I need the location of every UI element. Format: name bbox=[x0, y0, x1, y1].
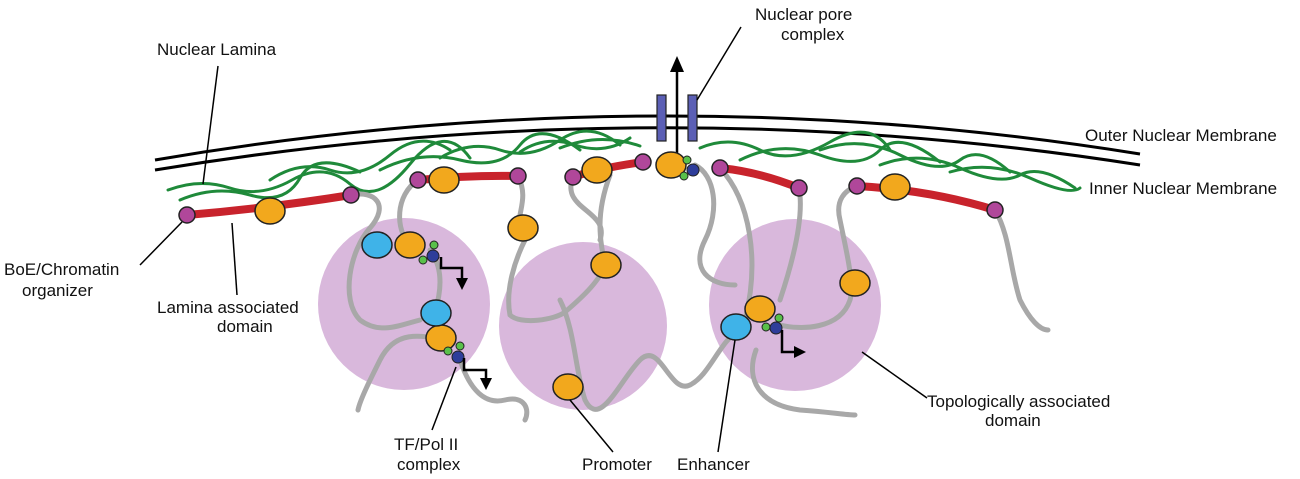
label-inner-membrane: Inner Nuclear Membrane bbox=[1089, 179, 1277, 198]
enhancers bbox=[361, 231, 752, 341]
label-promoter: Promoter bbox=[582, 455, 652, 474]
labels: Nuclear Lamina Nuclear pore complex Oute… bbox=[4, 5, 1277, 474]
inner-nuclear-membrane bbox=[154, 126, 1141, 172]
label-tad-line2: domain bbox=[985, 411, 1041, 430]
label-tad: Topologically associated bbox=[927, 392, 1110, 411]
outer-nuclear-membrane bbox=[154, 114, 1141, 162]
nuclear-pore-complex bbox=[656, 56, 698, 155]
label-tf: TF/Pol II bbox=[394, 435, 458, 454]
transcription-arrows bbox=[439, 257, 806, 390]
tf-pol2-complexes bbox=[418, 155, 784, 364]
label-tf-line2: complex bbox=[397, 455, 461, 474]
label-boe-line2: organizer bbox=[22, 281, 93, 300]
nuclear-membranes bbox=[154, 114, 1141, 172]
label-nuclear-pore: Nuclear pore bbox=[755, 5, 852, 24]
promoters bbox=[254, 151, 911, 401]
label-nuclear-lamina: Nuclear Lamina bbox=[157, 40, 277, 59]
label-outer-membrane: Outer Nuclear Membrane bbox=[1085, 126, 1277, 145]
nuclear-lamina bbox=[166, 129, 1082, 202]
lad-segment-5 bbox=[853, 182, 999, 214]
label-lad-line2: domain bbox=[217, 317, 273, 336]
label-boe: BoE/Chromatin bbox=[4, 260, 119, 279]
leader-lines bbox=[139, 26, 928, 453]
tad-circle-middle bbox=[499, 242, 667, 410]
label-lad: Lamina associated bbox=[157, 298, 299, 317]
label-enhancer: Enhancer bbox=[677, 455, 750, 474]
label-nuclear-pore-line2: complex bbox=[781, 25, 845, 44]
boe-organizers bbox=[178, 153, 1004, 224]
